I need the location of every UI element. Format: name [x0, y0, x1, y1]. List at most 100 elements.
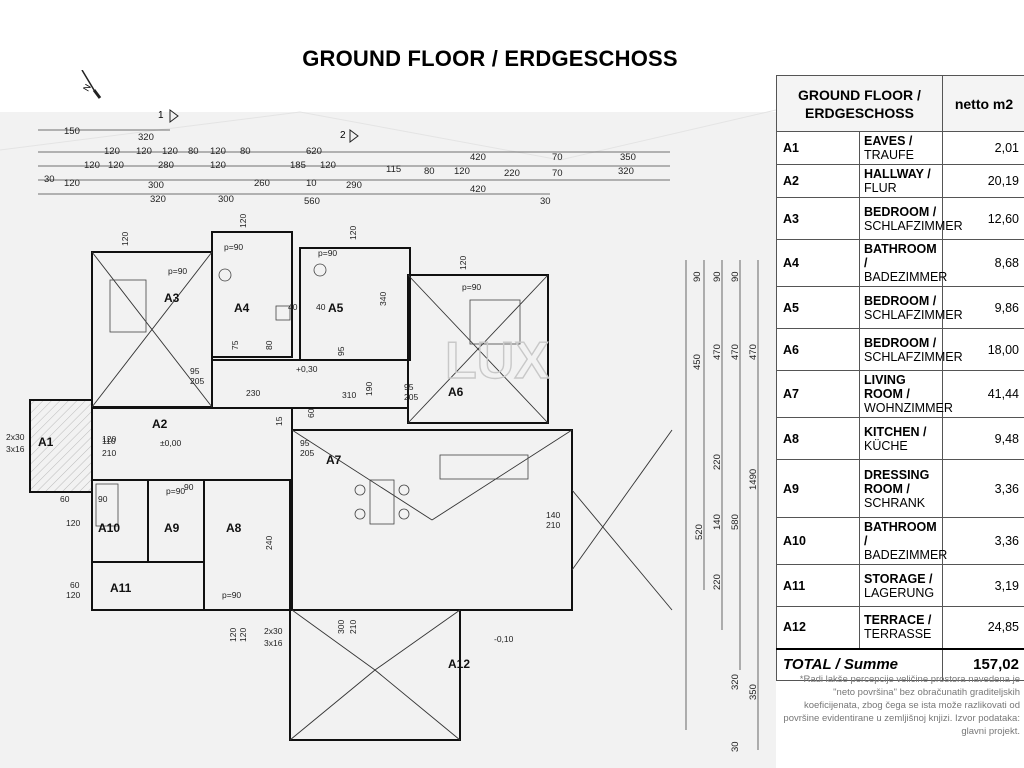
level-note: -0,10 — [494, 634, 514, 644]
dim-label: 80 — [424, 166, 435, 177]
bathtub — [95, 483, 119, 527]
north-arrow-icon: N — [81, 70, 102, 99]
chair — [398, 484, 410, 496]
level-note: +0,30 — [296, 364, 318, 374]
dim-label: 120 — [348, 226, 358, 240]
room-name-english: EAVES / — [864, 134, 913, 148]
room-id: A10 — [776, 517, 860, 565]
room-label-a4: A4 — [234, 301, 250, 315]
room-id: A11 — [776, 564, 860, 607]
room-notes: p=90 p=90 p=90 p=90 p=90 p=90 ±0,00 +0,3… — [160, 242, 514, 644]
room-labels: A1 A2 A3 A4 A5 A6 A7 A8 A9 A10 A11 A12 — [38, 291, 470, 671]
room-area: 24,85 — [942, 606, 1024, 649]
door-note: p=90 — [166, 486, 185, 496]
dim-label: 140 — [712, 514, 723, 530]
room-name: LIVING ROOM /WOHNZIMMER — [859, 370, 953, 418]
dim-label: 120 — [64, 178, 80, 189]
chair — [354, 508, 366, 520]
room-area: 3,36 — [942, 459, 1024, 518]
toilet — [218, 268, 232, 282]
room-name-german: SCHLAFZIMMER — [864, 218, 963, 233]
room-label-a3: A3 — [164, 291, 180, 305]
dim-label: 320 — [730, 674, 741, 690]
dim-label: 300 — [336, 620, 346, 634]
dim-label: 470 — [730, 344, 741, 360]
room-name: KITCHEN /KÜCHE — [859, 417, 943, 460]
corridor-outline — [211, 359, 409, 409]
toilet — [313, 263, 327, 277]
dim-label: 120 — [238, 214, 248, 228]
room-name-german: FLUR — [864, 181, 897, 195]
room-name: BATHROOM /BADEZIMMER — [859, 517, 947, 565]
dim-label: 120 — [136, 146, 152, 157]
dim-label: 290 — [346, 180, 362, 191]
dim-label: 205 — [190, 376, 204, 386]
north-label: N — [81, 82, 93, 93]
room-outline-a11 — [91, 561, 205, 611]
furniture — [95, 263, 529, 527]
dim-label: 10 — [306, 178, 317, 189]
dim-label: 320 — [150, 194, 166, 205]
dim-label: 560 — [304, 196, 320, 207]
dim-label: 420 — [470, 152, 486, 163]
dim-label: 95 — [336, 346, 346, 356]
dim-label: 205 — [404, 392, 418, 402]
room-name: HALLWAY / FLUR — [859, 164, 943, 198]
room-name: EAVES / TRAUFE — [859, 131, 943, 165]
dim-label: 1490 — [748, 469, 759, 490]
dim-label: 120 — [120, 232, 130, 246]
bed — [109, 279, 147, 333]
room-area: 9,48 — [942, 417, 1024, 460]
dim-label: 280 — [158, 160, 174, 171]
dim-label: 260 — [254, 178, 270, 189]
dim-label: 470 — [712, 344, 723, 360]
dim-label: 620 — [306, 146, 322, 157]
dim-label: 60 — [60, 494, 70, 504]
dim-label: 205 — [300, 448, 314, 458]
room-name-english: BEDROOM / — [864, 335, 937, 350]
dim-label: 30 — [730, 741, 741, 752]
total-label: TOTAL / Summe — [776, 647, 943, 681]
dim-label: 320 — [618, 166, 634, 177]
dim-label: 115 — [386, 164, 401, 175]
room-area: 18,00 — [942, 328, 1024, 371]
dim-label: 120 — [84, 160, 100, 171]
dim-label: 120 — [320, 160, 336, 171]
dimension-lines-right — [685, 260, 759, 750]
dim-label: 80 — [240, 146, 251, 157]
room-outline-a7 — [291, 429, 573, 611]
dining-table — [369, 479, 395, 525]
room-name-german: KÜCHE — [864, 438, 908, 453]
room-outline-a4 — [211, 231, 293, 358]
dim-label: 520 — [694, 524, 705, 540]
room-outline-a12 — [289, 609, 461, 741]
dim-label: 70 — [552, 152, 563, 163]
dim-label: 120 — [104, 146, 120, 157]
room-label-a1: A1 — [38, 435, 54, 449]
dim-label: 210 — [546, 520, 560, 530]
kitchen-counter — [439, 454, 529, 480]
dim-label: 90 — [184, 482, 194, 492]
dim-label: 120 — [66, 590, 80, 600]
room-name: BATHROOM /BADEZIMMER — [859, 239, 947, 287]
dim-label: 90 — [712, 271, 723, 282]
room-name-english: DRESSING ROOM / — [864, 467, 930, 496]
room-name: STORAGE /LAGERUNG — [859, 564, 943, 607]
room-area: 12,60 — [942, 197, 1024, 240]
chair — [398, 508, 410, 520]
axis-markers: 1 2 — [158, 109, 359, 143]
plan-sheet — [0, 109, 776, 768]
dim-label: 120 — [458, 256, 468, 270]
dimension-labels-top: 150 320 120 120 120 80 120 80 620 420 70… — [44, 126, 636, 207]
room-label-a8: A8 — [226, 521, 242, 535]
dim-label: 70 — [552, 168, 563, 179]
dim-label: 3x16 — [264, 638, 283, 648]
dim-label: 40 — [316, 302, 326, 312]
dim-label: 110 — [102, 436, 116, 446]
room-name-german: WOHNZIMMER — [864, 401, 953, 415]
dim-label: 80 — [188, 146, 199, 157]
room-id: A2 — [776, 164, 860, 198]
